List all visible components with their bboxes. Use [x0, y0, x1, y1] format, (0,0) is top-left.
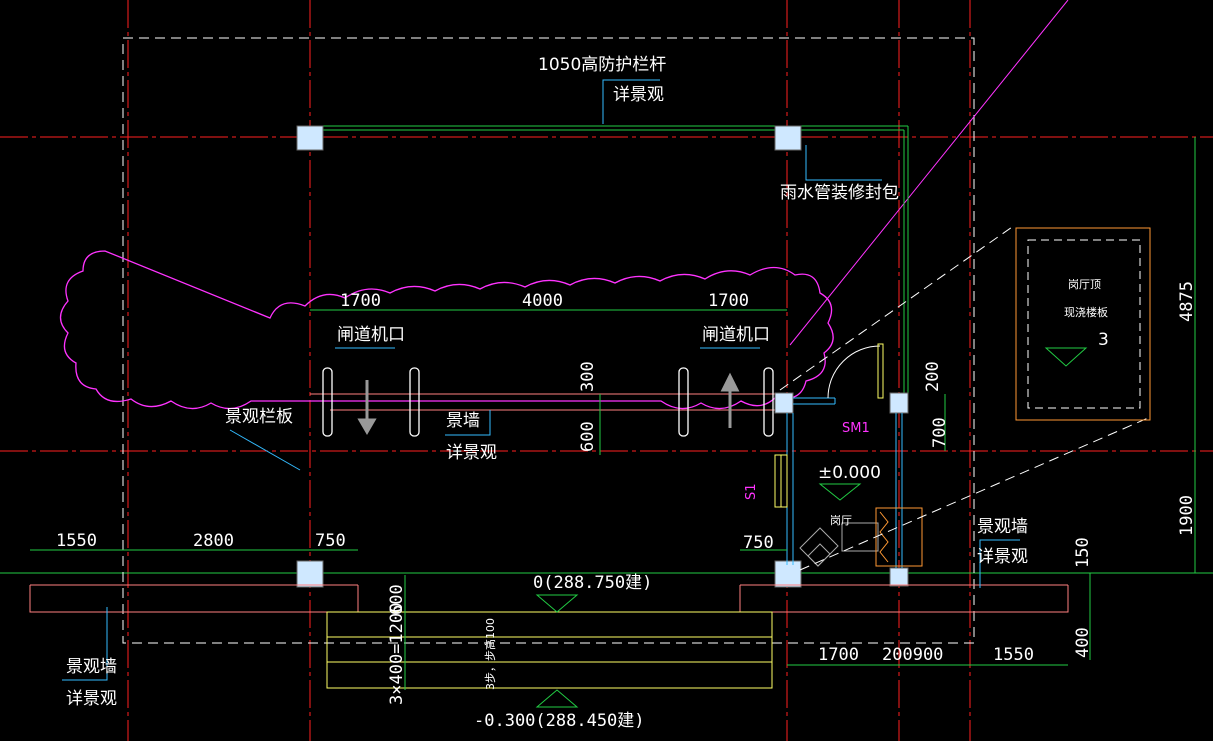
dim-top-left: 1700 [340, 291, 381, 311]
booth-roof-inner [1027, 239, 1141, 409]
landscape-panel-label: 景观栏板 [225, 407, 293, 427]
dim-right-400: 400 [1073, 627, 1093, 658]
gate-left-label: 闸道机口 [337, 325, 405, 345]
dim-right-4875: 4875 [1177, 281, 1197, 322]
columns [296, 125, 909, 588]
door-sm1-label: SM1 [842, 421, 870, 436]
booth-roof-number: 3 [1098, 330, 1109, 350]
wall-left-label: 景观墙 [66, 657, 117, 677]
booth-furniture [799, 522, 879, 567]
dim-v-600: 600 [578, 421, 598, 452]
booth-roof-label-2: 现浇楼板 [1064, 305, 1108, 319]
gate-right-label: 闸道机口 [702, 325, 770, 345]
stairs [326, 611, 773, 689]
dim-v-300: 300 [578, 361, 598, 392]
dimension-lines [30, 137, 1196, 690]
wall-left-ref: 详景观 [66, 689, 117, 709]
landscape-wall-lines [310, 393, 787, 411]
booth-roof-label: 岗厅顶 [1068, 278, 1101, 291]
dim-right-150: 150 [1073, 537, 1093, 568]
dim-bottom-r-1700: 1700 [818, 645, 859, 665]
level-bottom-label: -0.300(288.450建) [474, 711, 645, 731]
dim-stair-600: 600 [387, 584, 407, 615]
dim-bottom-r-200900: 200900 [882, 645, 943, 665]
dim-stair-width: 3×400=1200 [387, 603, 407, 705]
dashed-outline [122, 37, 975, 644]
booth-roof-level-mark [1044, 347, 1088, 367]
leader-lines [62, 79, 1020, 681]
dim-bottom-r-1550: 1550 [993, 645, 1034, 665]
wall-right-label: 景观墙 [977, 517, 1028, 537]
downpipe-label: 雨水管装修封包 [780, 183, 899, 203]
level-top-label: 0(288.750建) [533, 573, 652, 593]
level-zero-label: ±0.000 [818, 463, 881, 483]
guardrail-ref-label: 详景观 [613, 85, 664, 105]
dim-v-700: 700 [930, 417, 950, 448]
dim-top-right: 1700 [708, 291, 749, 311]
guardrail-label: 1050高防护栏杆 [538, 55, 666, 75]
gate-posts [322, 367, 774, 437]
booth-label: 岗厅 [830, 514, 852, 527]
window-s1-label: S1 [744, 483, 759, 500]
landscape-wall-mid-label: 景墙 [446, 411, 480, 431]
platform-outlines [29, 584, 1069, 613]
wall-right-ref: 详景观 [977, 547, 1028, 567]
dim-bottom-right-750: 750 [743, 533, 774, 553]
stair-note: 3步，步高100 [483, 618, 497, 690]
gate-arrows [357, 372, 740, 435]
dim-top-mid: 4000 [522, 291, 563, 311]
landscape-wall-mid-ref: 详景观 [446, 443, 497, 463]
level-marks [535, 483, 862, 708]
magenta-diagonal [789, 0, 1069, 346]
dim-right-1900: 1900 [1177, 495, 1197, 536]
dim-bottom-left-750: 750 [315, 531, 346, 551]
door-sm1-swing [827, 345, 881, 399]
dim-v-200: 200 [923, 361, 943, 392]
dim-bottom-left-1550: 1550 [56, 531, 97, 551]
booth-roof-box [1015, 227, 1151, 421]
revision-cloud [59, 250, 834, 410]
guardrail-lines [310, 125, 909, 395]
dim-bottom-left-2800: 2800 [193, 531, 234, 551]
door-sm1-leaf [877, 343, 884, 399]
